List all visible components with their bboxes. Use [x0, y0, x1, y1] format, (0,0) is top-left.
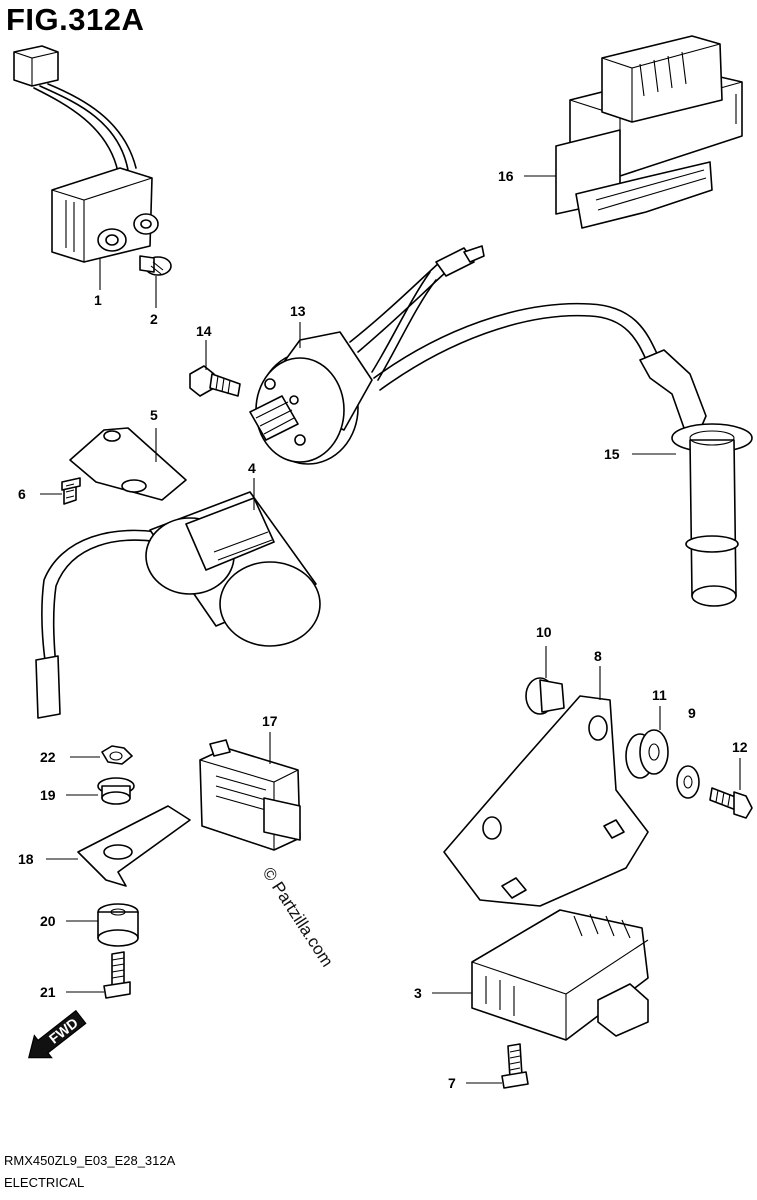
callout-12: 12 — [732, 739, 748, 755]
diagram-code: RMX450ZL9_E03_E28_312A — [4, 1153, 176, 1168]
part-18-plate[interactable] — [77, 805, 191, 887]
callout-21: 21 — [40, 984, 56, 1000]
part-8-bracket[interactable] — [443, 695, 649, 907]
part-22-nut[interactable] — [101, 745, 133, 765]
part-5-bracket[interactable] — [69, 427, 187, 501]
part-2-screw[interactable] — [139, 255, 172, 276]
part-14-bolt[interactable] — [189, 365, 241, 397]
part-19-collar[interactable] — [97, 777, 135, 805]
figure-title: FIG.312A — [6, 2, 145, 37]
part-21-bolt[interactable] — [103, 951, 131, 999]
part-20-cushion[interactable] — [97, 903, 139, 947]
callout-14: 14 — [196, 323, 212, 339]
part-10-collar[interactable] — [525, 677, 565, 715]
callout-17: 17 — [262, 713, 278, 729]
part-3-regulator[interactable] — [471, 909, 649, 1041]
part-7-bolt[interactable] — [501, 1043, 529, 1089]
diagram-category: ELECTRICAL — [4, 1175, 85, 1190]
callout-2: 2 — [150, 311, 158, 327]
callout-6: 6 — [18, 486, 26, 502]
callout-15: 15 — [604, 446, 620, 462]
part-4-capacitor[interactable] — [35, 491, 321, 719]
part-13-ignition-coil[interactable] — [249, 245, 485, 465]
callout-18: 18 — [18, 851, 34, 867]
part-11-grommet[interactable] — [625, 729, 669, 779]
callout-3: 3 — [414, 985, 422, 1001]
callout-9: 9 — [688, 705, 696, 721]
callout-1: 1 — [94, 292, 102, 308]
part-1-starter-relay[interactable] — [13, 45, 159, 263]
callout-22: 22 — [40, 749, 56, 765]
part-12-bolt[interactable] — [709, 787, 753, 819]
callout-20: 20 — [40, 913, 56, 929]
callout-5: 5 — [150, 407, 158, 423]
part-15-plug-cap[interactable] — [373, 302, 753, 607]
callout-7: 7 — [448, 1075, 456, 1091]
part-6-bolt[interactable] — [61, 477, 81, 505]
callout-19: 19 — [40, 787, 56, 803]
fwd-arrow-icon: FWD — [28, 1009, 87, 1059]
callout-4: 4 — [248, 460, 256, 476]
callout-8: 8 — [594, 648, 602, 664]
callout-16: 16 — [498, 168, 514, 184]
part-9-washer[interactable] — [676, 765, 700, 799]
callout-13: 13 — [290, 303, 306, 319]
callout-10: 10 — [536, 624, 552, 640]
part-16-ecm[interactable] — [555, 35, 743, 229]
watermark: © Partzilla.com — [259, 864, 337, 970]
callout-11: 11 — [652, 687, 667, 703]
part-17-cdi-unit[interactable] — [199, 739, 301, 851]
